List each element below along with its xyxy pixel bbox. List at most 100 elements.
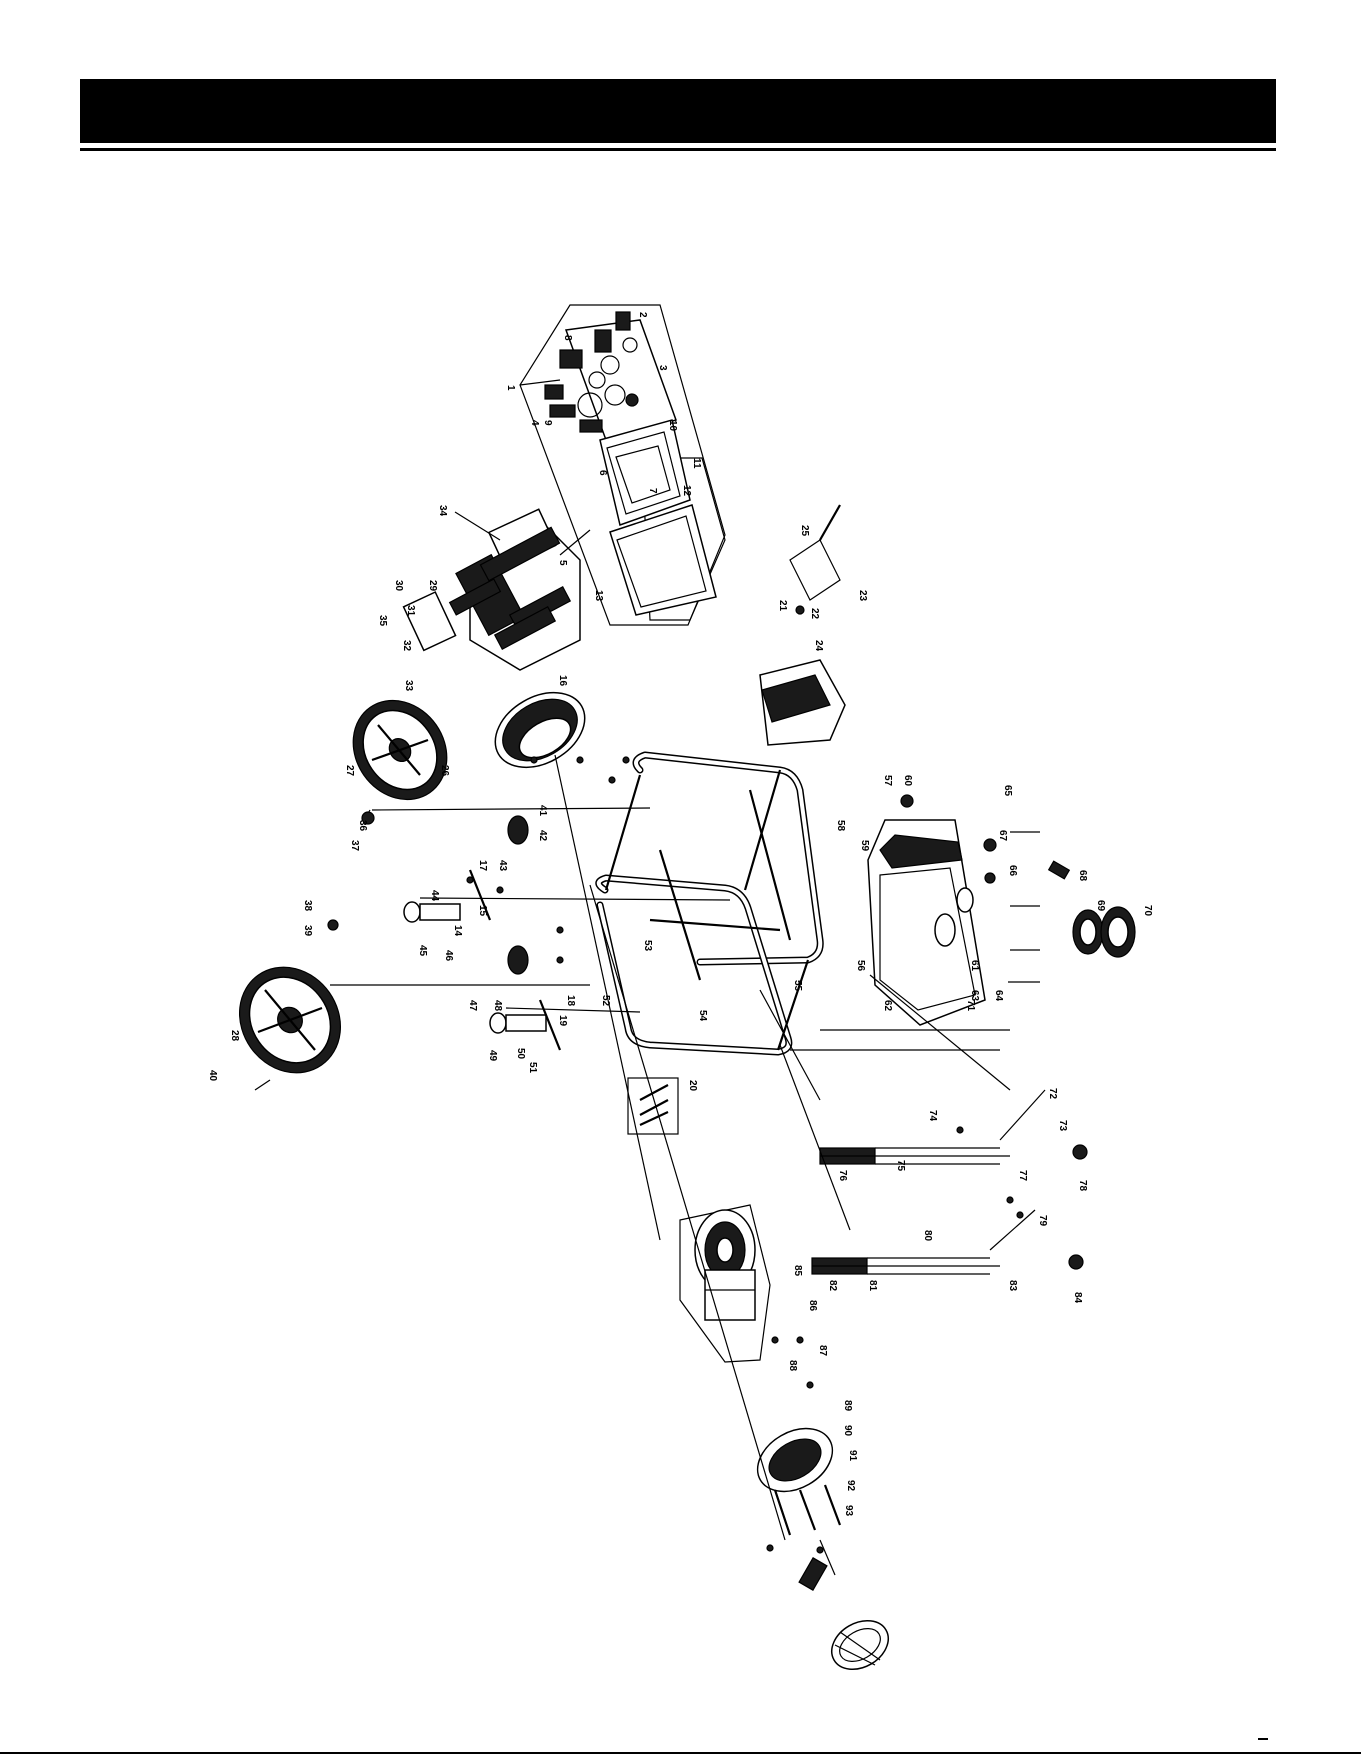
callout-label: 91 [847, 1450, 858, 1462]
callout-label: 11 [691, 458, 702, 469]
callout-label: 64 [993, 990, 1004, 1002]
callout-label: 36 [357, 820, 368, 832]
callout-label: 52 [600, 995, 611, 1007]
callout-label: 49 [487, 1050, 498, 1062]
callout-label: 57 [882, 775, 893, 787]
callout-label: 41 [537, 805, 548, 817]
air-filter [760, 505, 845, 745]
callout-label: 39 [302, 925, 313, 937]
callout-label: 29 [427, 580, 438, 592]
callout-label: 56 [855, 960, 866, 972]
fan-housing [482, 677, 598, 782]
callout-label: 75 [895, 1160, 906, 1172]
callout-label: 89 [842, 1400, 853, 1412]
callout-label: 40 [207, 1070, 218, 1082]
rear-wheel [334, 682, 466, 824]
callout-label: 69 [1095, 900, 1106, 912]
callout-label: 68 [1077, 870, 1088, 882]
callout-label: 25 [799, 525, 810, 537]
callout-label: 79 [1037, 1215, 1048, 1227]
handle-bars [812, 1090, 1087, 1274]
callout-label: 14 [452, 925, 463, 937]
callout-label: 61 [969, 960, 980, 972]
page-mark [1258, 1738, 1268, 1740]
callout-label: 86 [807, 1300, 818, 1312]
footer-rule [0, 1752, 1361, 1754]
callout-label: 33 [403, 680, 414, 692]
callout-label: 72 [1047, 1088, 1058, 1100]
callout-label: 2 [637, 312, 648, 318]
callout-label: 19 [557, 1015, 568, 1027]
callout-label: 43 [497, 860, 508, 872]
callout-label: 10 [667, 420, 678, 432]
callout-label: 1 [505, 385, 516, 391]
callout-label: 47 [467, 1000, 478, 1012]
callout-label: 92 [845, 1480, 856, 1492]
callout-label: 22 [809, 608, 820, 620]
callout-label: 31 [405, 605, 416, 617]
callout-label: 27 [344, 765, 355, 777]
callout-label: 67 [997, 830, 1008, 842]
callout-label: 60 [902, 775, 913, 787]
callout-label: 34 [437, 505, 448, 517]
callout-label: 53 [642, 940, 653, 952]
callout-label: 35 [377, 615, 388, 627]
callout-label: 54 [697, 1010, 708, 1022]
callout-label: 13 [593, 590, 604, 602]
callout-label: 18 [565, 995, 576, 1007]
callout-label: 32 [401, 640, 412, 652]
callout-label: 81 [867, 1280, 878, 1292]
callout-label: 16 [557, 675, 568, 687]
callout-label: 71 [965, 1000, 976, 1012]
callout-label: 9 [542, 420, 553, 426]
axle-assembly [404, 816, 560, 1050]
callout-label: 4 [529, 420, 540, 426]
callout-label: 59 [859, 840, 870, 852]
callout-label: 20 [687, 1080, 698, 1092]
callout-label: 38 [302, 900, 313, 912]
callout-label: 45 [417, 945, 428, 957]
callout-label: 88 [787, 1360, 798, 1372]
callout-label: 37 [349, 840, 360, 852]
callout-label: 6 [597, 470, 608, 476]
callout-label: 51 [527, 1062, 538, 1074]
callout-label: 70 [1142, 905, 1153, 917]
callout-label: 44 [429, 890, 440, 902]
callout-label: 82 [827, 1280, 838, 1292]
callout-label: 24 [813, 640, 824, 652]
fuel-tank [868, 795, 985, 1025]
callout-label: 46 [443, 950, 454, 962]
callout-label: 73 [1057, 1120, 1068, 1132]
callout-label: 87 [817, 1345, 828, 1357]
callout-label: 8 [562, 335, 573, 341]
callout-label: 90 [842, 1425, 853, 1437]
callout-label: 5 [557, 560, 568, 566]
fuel-cap [984, 832, 1135, 982]
callout-label: 84 [1072, 1292, 1083, 1304]
callout-label: 78 [1077, 1180, 1088, 1192]
end-cover [746, 1416, 843, 1575]
callout-label: 48 [492, 1000, 503, 1012]
callout-label: 65 [1002, 785, 1013, 797]
callout-label: 93 [843, 1505, 854, 1517]
callout-label: 58 [835, 820, 846, 832]
callout-label: 17 [477, 860, 488, 872]
generator-frame [599, 755, 821, 1052]
bottom-endcap [799, 1558, 897, 1679]
callout-label: 28 [229, 1030, 240, 1042]
callout-label: 12 [681, 485, 692, 497]
callout-label: 85 [792, 1265, 803, 1277]
callout-label: 83 [1007, 1280, 1018, 1292]
callout-label: 62 [882, 1000, 893, 1012]
front-wheel [219, 920, 361, 1093]
callout-label: 50 [515, 1048, 526, 1060]
callout-label: 42 [537, 830, 548, 842]
callout-label: 21 [777, 600, 788, 612]
callout-label: 55 [792, 980, 803, 992]
callout-label: 3 [657, 365, 668, 371]
callout-label: 80 [922, 1230, 933, 1242]
callout-label: 76 [837, 1170, 848, 1182]
callout-label: 7 [647, 488, 658, 494]
callout-label: 23 [857, 590, 868, 602]
